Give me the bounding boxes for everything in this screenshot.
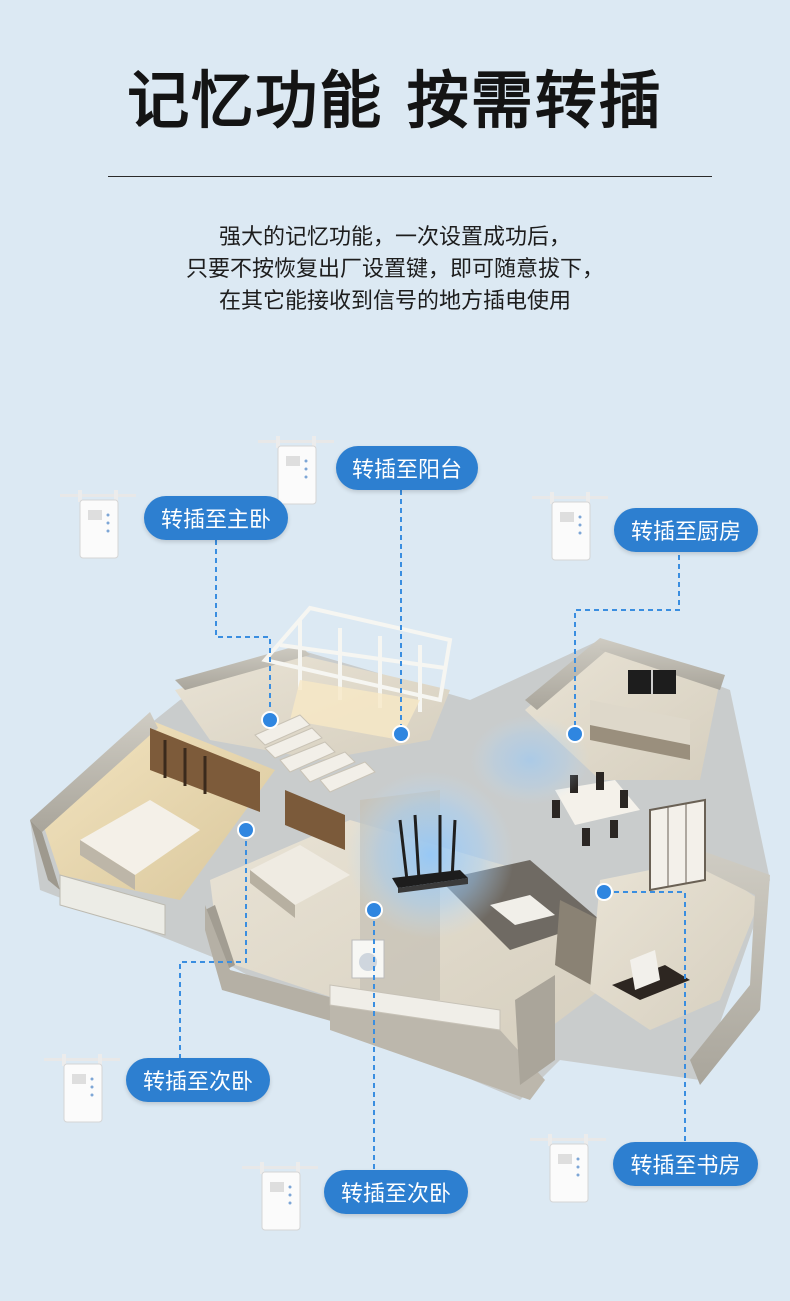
wifi-coverage-glow <box>346 771 514 939</box>
description: 强大的记忆功能，一次设置成功后， 只要不按恢复出厂设置键，即可随意拔下， 在其它… <box>0 222 790 318</box>
wifi-extender-icon <box>44 1054 120 1123</box>
label-balcony: 转插至阳台 <box>336 446 478 490</box>
label-master-bedroom: 转插至主卧 <box>144 496 288 540</box>
label-second-bedroom-center: 转插至次卧 <box>324 1170 468 1214</box>
description-line-3: 在其它能接收到信号的地方插电使用 <box>218 289 571 314</box>
dot-master-bedroom <box>261 711 279 729</box>
dot-kitchen <box>566 725 584 743</box>
label-kitchen: 转插至厨房 <box>614 508 758 552</box>
dot-balcony <box>392 725 410 743</box>
dot-study <box>595 883 613 901</box>
page-title: 记忆功能 按需转插 <box>127 64 663 137</box>
location-dots <box>237 711 613 919</box>
connector-lines <box>179 490 686 1170</box>
title-divider <box>108 176 712 177</box>
wifi-extender-icon <box>258 436 334 505</box>
wifi-extender-icon <box>60 490 136 559</box>
wifi-extender-icon <box>532 492 608 561</box>
description-line-1: 强大的记忆功能，一次设置成功后， <box>218 225 571 250</box>
dot-second-bedroom-left <box>237 821 255 839</box>
wifi-extender-icon <box>242 1162 318 1231</box>
router-icon <box>392 814 468 893</box>
description-line-2: 只要不按恢复出厂设置键，即可随意拔下， <box>185 257 604 282</box>
dot-second-bedroom-center <box>365 901 383 919</box>
label-second-bedroom-left: 转插至次卧 <box>126 1058 270 1102</box>
label-study: 转插至书房 <box>613 1142 758 1186</box>
wifi-extender-icon <box>530 1134 606 1203</box>
